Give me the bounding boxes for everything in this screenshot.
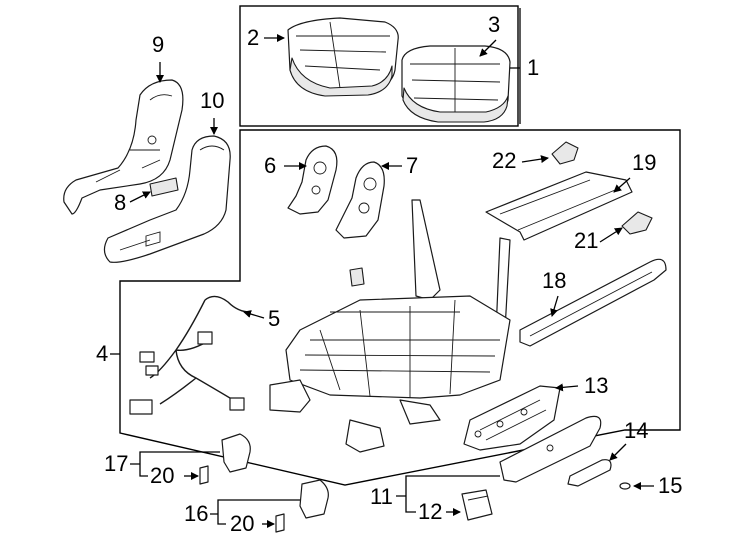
- frame-group-box: [119, 129, 681, 486]
- seat-frame-part: [269, 199, 511, 453]
- side-trim-outer-part: [63, 79, 184, 215]
- callout-20-lower: 20: [230, 511, 255, 536]
- side-trim-inner-part: [103, 135, 231, 263]
- cap-upper-part: [199, 465, 209, 485]
- cover-upper-part: [221, 433, 251, 473]
- callout-2: 2: [247, 25, 260, 50]
- switch-part: [461, 489, 493, 521]
- leader-lines: [110, 8, 654, 528]
- callout-18: 18: [542, 268, 567, 293]
- wiring-harness-part: [129, 295, 251, 415]
- track-cover-lower-part: [519, 258, 667, 347]
- callout-10: 10: [200, 88, 225, 113]
- callout-19: 19: [632, 150, 657, 175]
- callout-22: 22: [492, 148, 517, 173]
- callout-21: 21: [574, 228, 599, 253]
- callout-14: 14: [624, 418, 649, 443]
- callout-5: 5: [268, 306, 281, 331]
- callout-20-upper: 20: [150, 463, 175, 488]
- callout-7: 7: [406, 153, 419, 178]
- callout-3: 3: [488, 12, 501, 37]
- callout-15: 15: [658, 473, 683, 498]
- callout-9: 9: [152, 32, 165, 57]
- track-clip-lower-part: [621, 211, 653, 235]
- clip-part: [149, 177, 179, 197]
- seat-cushion-part: [401, 45, 511, 123]
- side-cover-part: [499, 415, 602, 483]
- lever-part: [567, 459, 612, 487]
- callout-1: 1: [527, 55, 540, 80]
- callout-13: 13: [584, 373, 609, 398]
- callout-16: 16: [184, 501, 209, 526]
- callout-4: 4: [96, 341, 109, 366]
- side-shield-part: [463, 385, 561, 451]
- cap-lower-part: [275, 513, 285, 533]
- callout-17: 17: [104, 451, 129, 476]
- callout-6: 6: [264, 153, 277, 178]
- bracket-left-part: [287, 145, 338, 215]
- cover-lower-part: [299, 479, 329, 519]
- seat-cushion-pad-part: [287, 17, 399, 97]
- washer-part: [619, 482, 631, 490]
- callout-11: 11: [370, 484, 393, 509]
- callout-12: 12: [418, 499, 443, 524]
- bracket-right-part: [335, 161, 385, 239]
- track-cover-upper-part: [485, 171, 633, 241]
- callout-8: 8: [114, 190, 127, 215]
- cushion-group-box: [239, 5, 519, 127]
- track-clip-upper-part: [551, 141, 579, 165]
